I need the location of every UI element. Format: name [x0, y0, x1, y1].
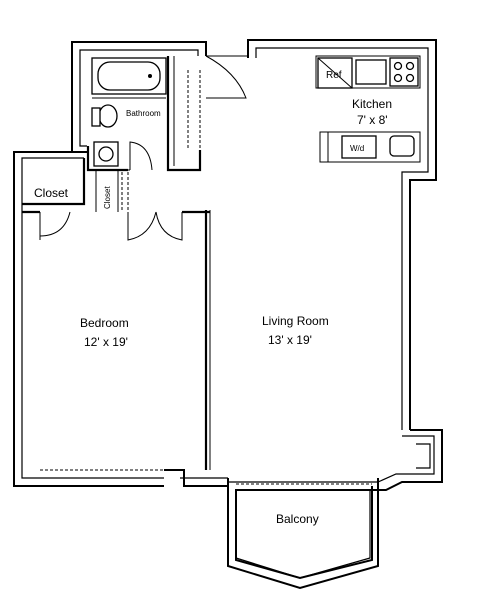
- stove: [389, 57, 419, 87]
- kitchen-lower-counter: [319, 131, 421, 163]
- bedroom-door-right: [155, 211, 183, 241]
- bathtub-inner: [97, 61, 161, 91]
- interior-walls: [22, 55, 421, 471]
- living-room-size: 13' x 19': [268, 333, 312, 347]
- bathroom-lower-wall: [86, 146, 128, 172]
- kitchen-sink: [355, 59, 387, 85]
- washer-dryer: [341, 135, 377, 159]
- sink-basin: [98, 146, 114, 162]
- exterior-wall-kitchen-inner: [255, 47, 429, 430]
- closet-main-label: Closet: [34, 186, 69, 200]
- doors: [39, 55, 248, 241]
- fixtures: [91, 57, 419, 167]
- bathtub-drain: [148, 74, 152, 78]
- balcony-label: Balcony: [276, 512, 319, 526]
- exterior-wall-left: [13, 151, 164, 487]
- bedroom-door-left: [127, 211, 157, 241]
- closet-small-label: Closet: [103, 186, 112, 209]
- burner-3: [393, 73, 403, 83]
- exterior-wall-bumpout-inner: [228, 435, 435, 483]
- living-room-label: Living Room: [262, 314, 329, 328]
- balcony-outline-inner: [235, 490, 371, 579]
- labels: Kitchen 7' x 8' Bathroom Closet Closet B…: [34, 70, 392, 526]
- bedroom-size: 12' x 19': [84, 335, 128, 349]
- bathroom-label: Bathroom: [126, 109, 161, 118]
- toilet-bowl: [98, 104, 118, 128]
- exterior-wall-kitchen: [247, 39, 437, 430]
- burner-4: [405, 73, 415, 83]
- closet-wall: [22, 158, 86, 206]
- exterior-walls: [13, 39, 443, 580]
- closet-door-swing: [39, 211, 71, 237]
- balcony-outline: [227, 478, 379, 590]
- bedroom-label: Bedroom: [80, 316, 129, 330]
- closet-small-walls: [95, 169, 130, 212]
- entry-door-swing: [205, 55, 247, 99]
- exterior-wall-bumpout: [235, 429, 443, 580]
- kitchen-size: 7' x 8': [357, 113, 388, 127]
- washer-dryer-label: W/d: [350, 144, 364, 153]
- exterior-wall-bath-inner: [79, 49, 199, 147]
- burner-1: [393, 61, 403, 71]
- exterior-wall-bath: [71, 41, 207, 153]
- balcony-area: [227, 478, 379, 590]
- bathroom-right-wall: [166, 56, 202, 172]
- toilet-tank: [91, 107, 101, 127]
- refrigerator-diagonal: [317, 57, 353, 89]
- refrigerator-label: Ref: [326, 70, 342, 81]
- kitchen-upper-counter: [315, 55, 421, 89]
- bath-door-swing: [129, 141, 153, 171]
- dishwasher: [389, 135, 415, 157]
- burner-2: [405, 61, 415, 71]
- kitchen-label: Kitchen: [352, 97, 392, 111]
- bumpout-ledge: [416, 443, 431, 469]
- exterior-wall-left-inner: [21, 157, 164, 479]
